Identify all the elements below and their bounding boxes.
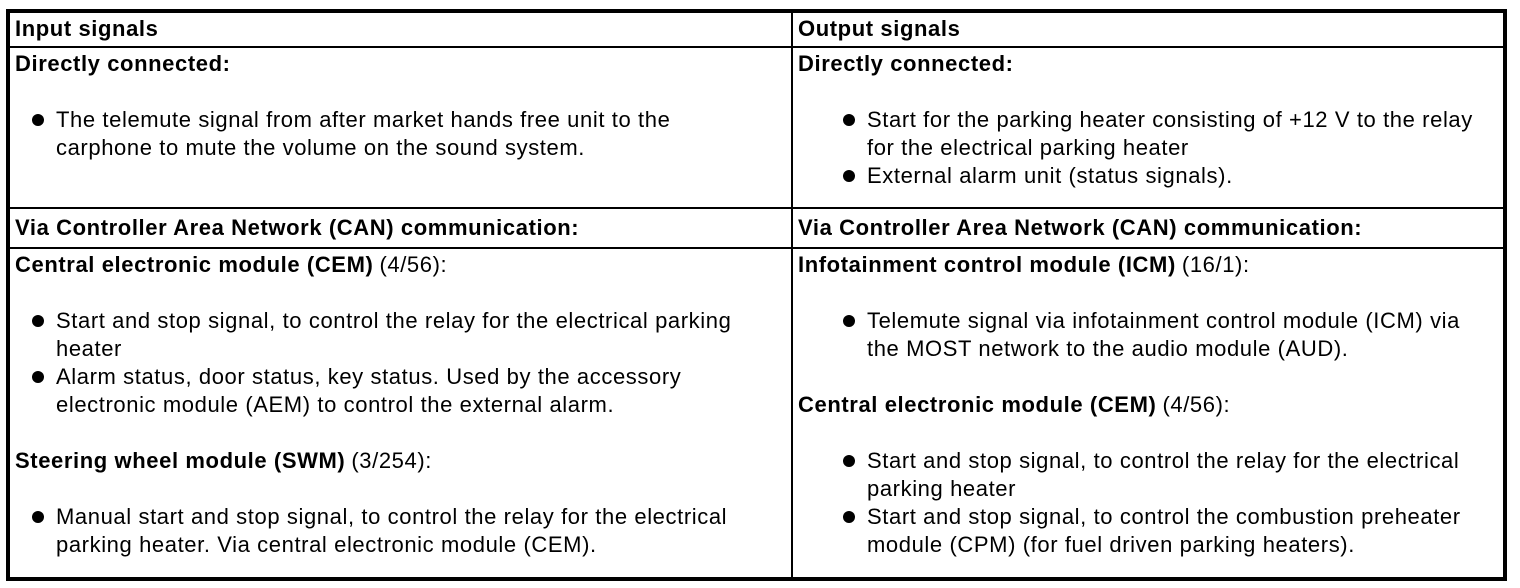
module-ref: (4/56):	[379, 252, 448, 277]
input-signals-column: Input signals Directly connected: The te…	[10, 13, 793, 577]
input-signals-header: Input signals	[15, 16, 159, 41]
module-heading-cem: Central electronic module (CEM)(4/56):	[15, 251, 785, 279]
bullet-list: Start and stop signal, to control the re…	[798, 447, 1497, 559]
directly-connected-heading: Directly connected:	[798, 51, 1014, 76]
bullet-text: Start and stop signal, to control the re…	[56, 308, 732, 361]
can-communication-heading: Via Controller Area Network (CAN) commun…	[798, 215, 1363, 240]
bullet-icon	[843, 315, 855, 327]
signals-table: Input signals Directly connected: The te…	[6, 9, 1507, 581]
output-directly-connected-cell: Directly connected: Start for the parkin…	[793, 48, 1503, 209]
bullet-icon	[843, 114, 855, 126]
directly-connected-heading: Directly connected:	[15, 51, 231, 76]
list-item: Start and stop signal, to control the re…	[843, 447, 1497, 503]
module-name: Central electronic module (CEM)	[15, 252, 374, 277]
output-signals-header-cell: Output signals	[793, 13, 1503, 48]
bullet-icon	[32, 114, 44, 126]
bullet-list: Start and stop signal, to control the re…	[15, 307, 785, 419]
module-heading-icm: Infotainment control module (ICM)(16/1):	[798, 251, 1497, 279]
bullet-list: The telemute signal from after market ha…	[15, 106, 785, 162]
bullet-icon	[32, 371, 44, 383]
module-heading-swm: Steering wheel module (SWM)(3/254):	[15, 447, 785, 475]
input-can-details-cell: Central electronic module (CEM)(4/56): S…	[10, 249, 791, 577]
module-heading-cem: Central electronic module (CEM)(4/56):	[798, 391, 1497, 419]
module-ref: (4/56):	[1162, 392, 1231, 417]
module-ref: (3/254):	[351, 448, 432, 473]
module-name: Steering wheel module (SWM)	[15, 448, 346, 473]
input-signals-header-cell: Input signals	[10, 13, 791, 48]
bullet-icon	[843, 511, 855, 523]
module-ref: (16/1):	[1181, 252, 1250, 277]
list-item: Start and stop signal, to control the co…	[843, 503, 1497, 559]
list-item: Manual start and stop signal, to control…	[32, 503, 785, 559]
output-signals-column: Output signals Directly connected: Start…	[793, 13, 1503, 577]
module-name: Central electronic module (CEM)	[798, 392, 1157, 417]
list-item: Start and stop signal, to control the re…	[32, 307, 785, 363]
bullet-icon	[32, 511, 44, 523]
can-communication-heading: Via Controller Area Network (CAN) commun…	[15, 215, 580, 240]
bullet-list: Start for the parking heater consisting …	[798, 106, 1497, 190]
bullet-list: Telemute signal via infotainment control…	[798, 307, 1497, 363]
bullet-list: Manual start and stop signal, to control…	[15, 503, 785, 559]
list-item: Alarm status, door status, key status. U…	[32, 363, 785, 419]
bullet-icon	[843, 170, 855, 182]
bullet-text: Start and stop signal, to control the co…	[867, 504, 1461, 557]
list-item: Start for the parking heater consisting …	[843, 106, 1497, 162]
output-can-details-cell: Infotainment control module (ICM)(16/1):…	[793, 249, 1503, 577]
bullet-text: Telemute signal via infotainment control…	[867, 308, 1460, 361]
bullet-text: Alarm status, door status, key status. U…	[56, 364, 682, 417]
bullet-icon	[843, 455, 855, 467]
bullet-text: External alarm unit (status signals).	[867, 163, 1233, 188]
list-item: External alarm unit (status signals).	[843, 162, 1497, 190]
module-name: Infotainment control module (ICM)	[798, 252, 1176, 277]
bullet-icon	[32, 315, 44, 327]
output-signals-header: Output signals	[798, 16, 961, 41]
bullet-text: Start for the parking heater consisting …	[867, 107, 1473, 160]
bullet-text: Start and stop signal, to control the re…	[867, 448, 1460, 501]
list-item: Telemute signal via infotainment control…	[843, 307, 1497, 363]
input-can-heading-cell: Via Controller Area Network (CAN) commun…	[10, 209, 791, 249]
bullet-text: The telemute signal from after market ha…	[56, 107, 671, 160]
output-can-heading-cell: Via Controller Area Network (CAN) commun…	[793, 209, 1503, 249]
bullet-text: Manual start and stop signal, to control…	[56, 504, 728, 557]
list-item: The telemute signal from after market ha…	[32, 106, 785, 162]
input-directly-connected-cell: Directly connected: The telemute signal …	[10, 48, 791, 209]
